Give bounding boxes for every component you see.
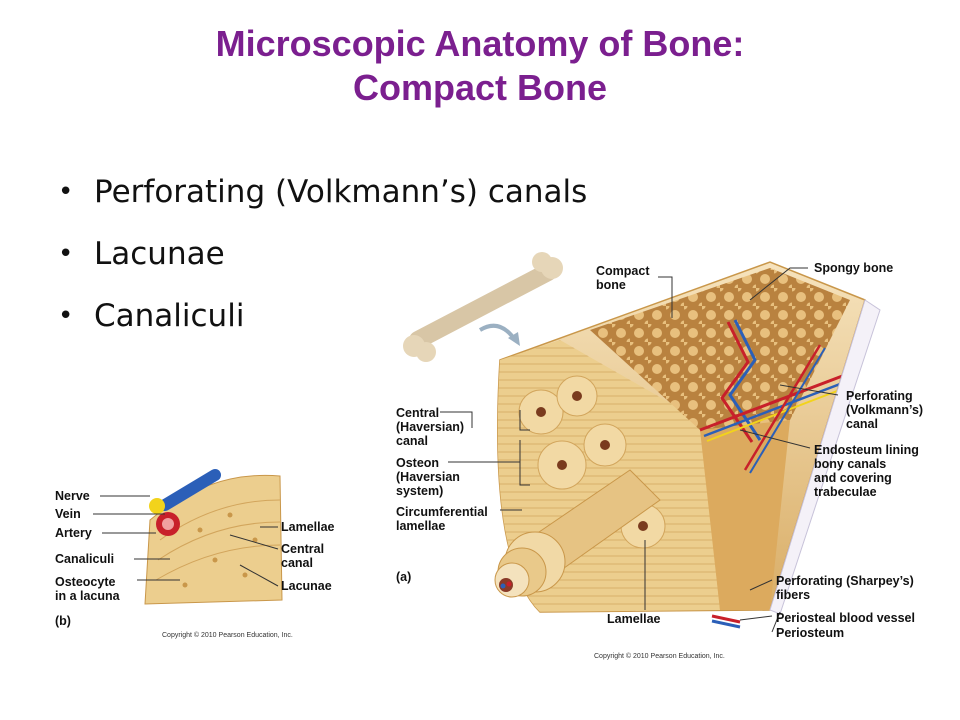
bullet-dot-icon: • [58, 301, 74, 331]
bullet-dot-icon: • [58, 239, 74, 269]
label-endosteum: Endosteum lining bony canals and coverin… [814, 443, 919, 499]
label-osteon: Osteon (Haversian system) [396, 456, 460, 498]
bullet-list: • Perforating (Volkmann’s) canals • Lacuna… [58, 172, 587, 358]
closeup-vessels [149, 469, 221, 536]
label-nerve: Nerve [55, 489, 90, 503]
label-lamellae-b: Lamellae [281, 520, 335, 534]
nerve-icon [149, 498, 165, 514]
bullet-text: Lacunae [94, 236, 225, 272]
copyright-a: Copyright © 2010 Pearson Education, Inc. [594, 653, 725, 660]
extruded-osteon [494, 469, 661, 598]
label-vein: Vein [55, 507, 81, 521]
closeup-bone-block [144, 474, 283, 605]
bullet-text: Canaliculi [94, 298, 245, 334]
label-periosteal-blood-vessel: Periosteal blood vessel [776, 611, 915, 625]
label-perforating-sharpey: Perforating (Sharpey’s) fibers [776, 574, 914, 602]
bullet-item: • Perforating (Volkmann’s) canals [58, 172, 587, 234]
spongy-bone-region [590, 268, 850, 430]
label-lamellae-a: Lamellae [607, 612, 661, 626]
label-perforating-volkmann: Perforating (Volkmann’s) canal [846, 389, 924, 431]
long-bone-icon [403, 252, 563, 362]
label-spongy-bone: Spongy bone [814, 261, 894, 275]
panel-label-b: (b) [55, 614, 71, 628]
longitudinal-face [700, 420, 790, 610]
arrow-head-icon [508, 332, 520, 346]
leader-lines-a [440, 267, 839, 633]
label-periosteum: Periosteum [776, 626, 845, 640]
bullet-text: Perforating (Volkmann’s) canals [94, 174, 588, 210]
periosteum-layer [769, 299, 881, 615]
title-line-1: Microscopic Anatomy of Bone: [215, 23, 745, 64]
label-circumferential-lamellae: Circumferential lamellae [396, 505, 488, 533]
label-central-canal-b: Central canal [281, 542, 325, 570]
slide-title: Microscopic Anatomy of Bone: Compact Bon… [0, 22, 960, 110]
copyright-b: Copyright © 2010 Pearson Education, Inc. [162, 632, 293, 639]
blood-vessels [699, 319, 851, 629]
label-canaliculi: Canaliculi [55, 552, 115, 566]
bullet-dot-icon: • [58, 177, 74, 207]
label-compact-bone: Compact bone [596, 264, 650, 292]
panel-label-a: (a) [396, 570, 412, 584]
label-osteocyte: Osteocyte in a lacuna [55, 575, 120, 603]
label-artery: Artery [55, 526, 92, 540]
label-central-canal: Central (Haversian) canal [396, 406, 465, 448]
label-lacunae: Lacunae [281, 579, 332, 593]
bullet-item: • Lacunae [58, 234, 587, 296]
bullet-item: • Canaliculi [58, 296, 587, 358]
title-line-2: Compact Bone [352, 67, 608, 108]
leader-lines-b [93, 495, 279, 587]
